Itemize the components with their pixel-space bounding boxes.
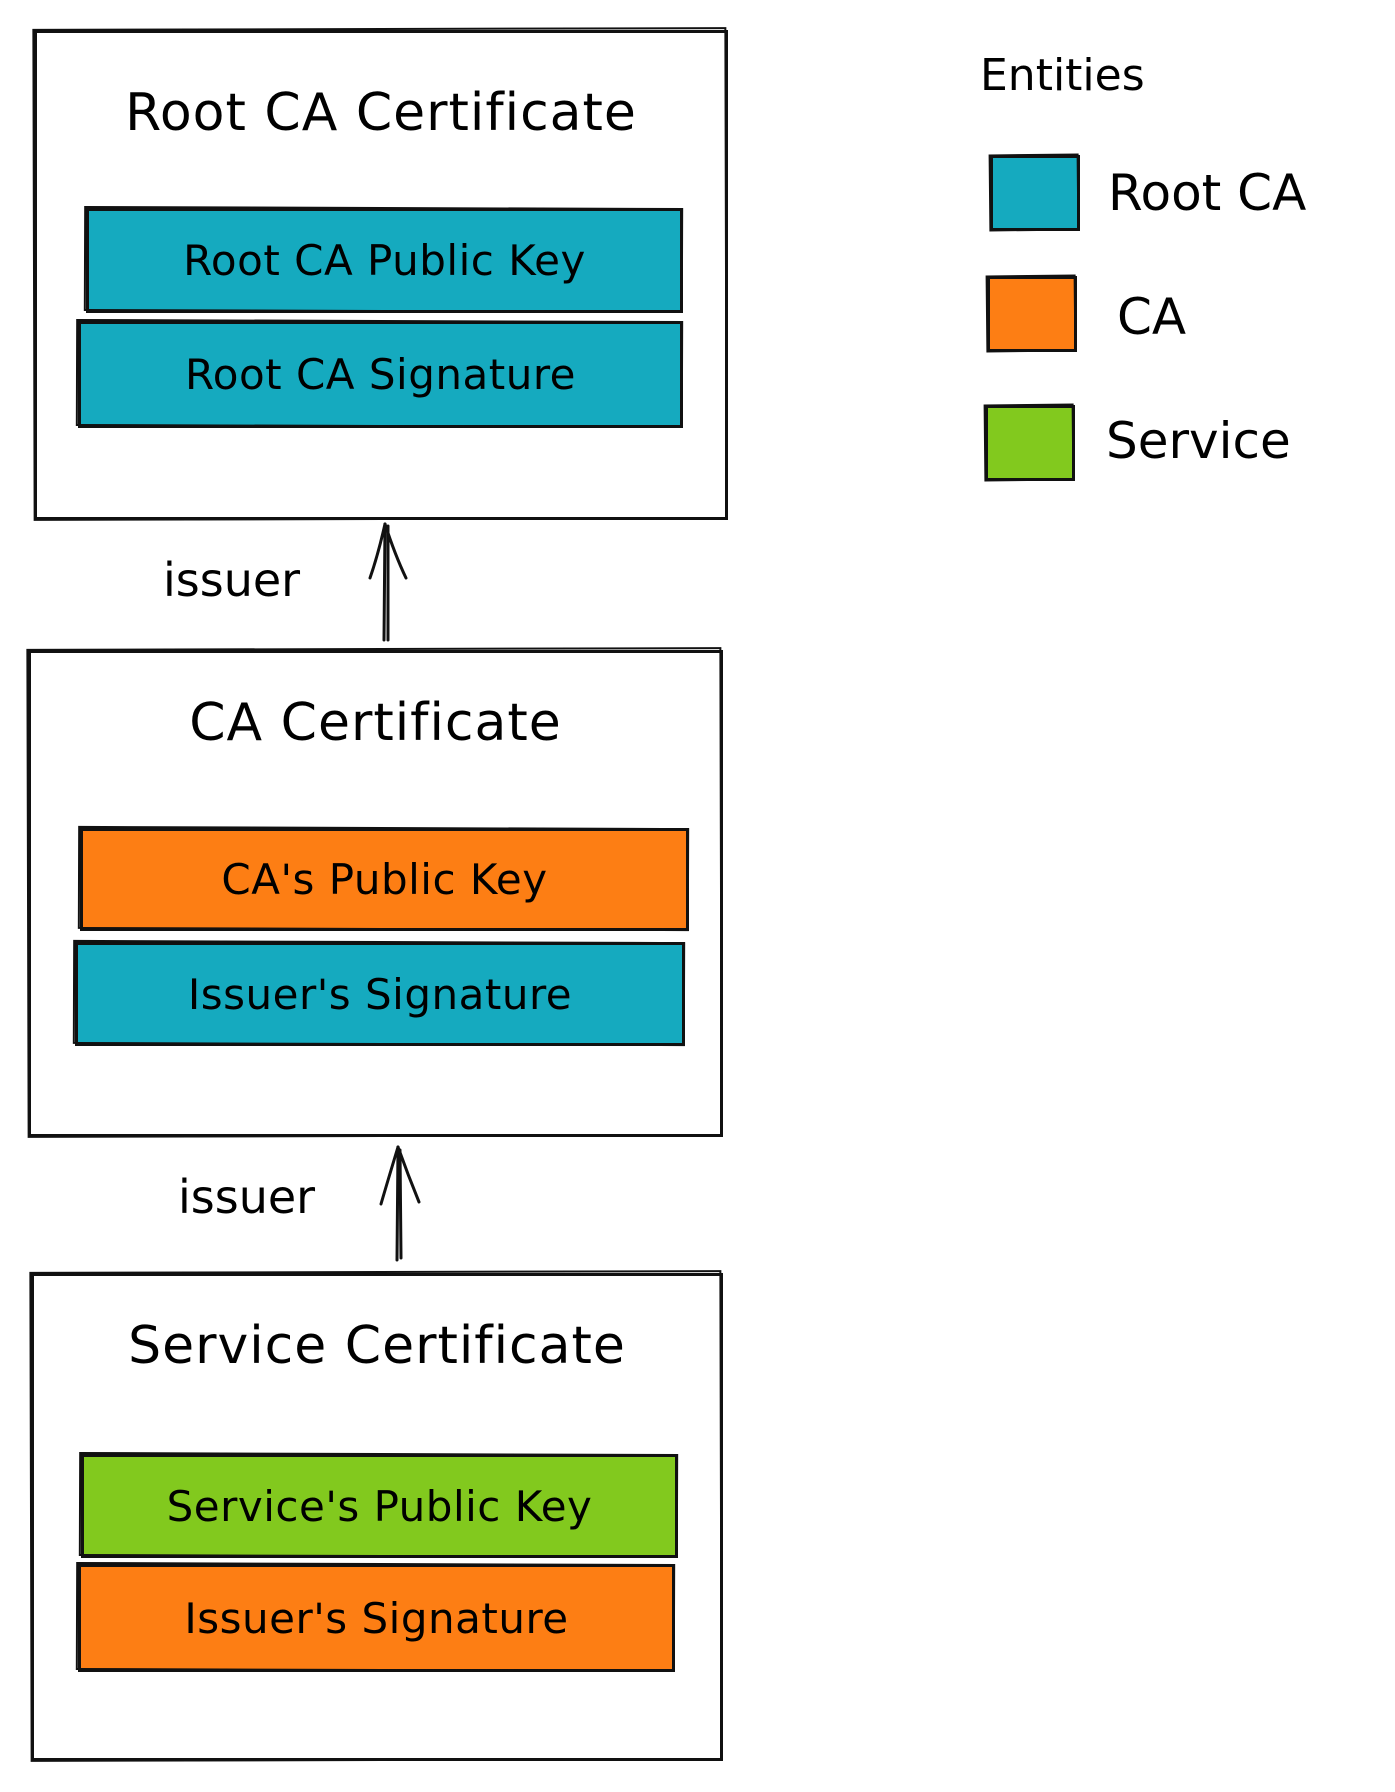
ca-certificate: CA Certificate CA's Public Key Issuer's … [28,650,723,1137]
legend-title: Entities [980,50,1145,101]
certificate-title: Root CA Certificate [125,83,637,143]
field-root-ca-public-key: Root CA Public Key [86,208,683,313]
legend-label-service: Service [1106,412,1291,470]
legend-swatch-root-ca [990,155,1080,231]
field-issuer-signature: Issuer's Signature [75,942,685,1046]
legend-label-root-ca: Root CA [1108,164,1307,222]
arrow-label-issuer: issuer [163,553,301,607]
field-ca-public-key: CA's Public Key [80,828,689,931]
field-service-public-key: Service's Public Key [81,1454,678,1558]
arrow-label-issuer: issuer [178,1170,316,1224]
field-label: Issuer's Signature [187,969,573,1019]
arrow-service-to-ca [379,1145,421,1262]
field-label: Root CA Signature [184,350,577,399]
arrow-ca-to-root [368,522,408,642]
legend-swatch-service [985,405,1075,481]
certificate-title: Service Certificate [128,1316,626,1376]
legend-swatch-ca [987,276,1077,352]
service-certificate: Service Certificate Service's Public Key… [31,1273,723,1761]
certificate-title: CA Certificate [189,693,562,753]
field-root-ca-signature: Root CA Signature [78,321,683,428]
field-label: Service's Public Key [166,1481,593,1531]
field-label: Issuer's Signature [184,1593,569,1643]
root-ca-certificate: Root CA Certificate Root CA Public Key R… [34,30,728,520]
field-label: Root CA Public Key [183,236,586,285]
field-issuer-signature: Issuer's Signature [78,1564,675,1672]
legend-label-ca: CA [1117,288,1187,346]
field-label: CA's Public Key [221,855,548,904]
